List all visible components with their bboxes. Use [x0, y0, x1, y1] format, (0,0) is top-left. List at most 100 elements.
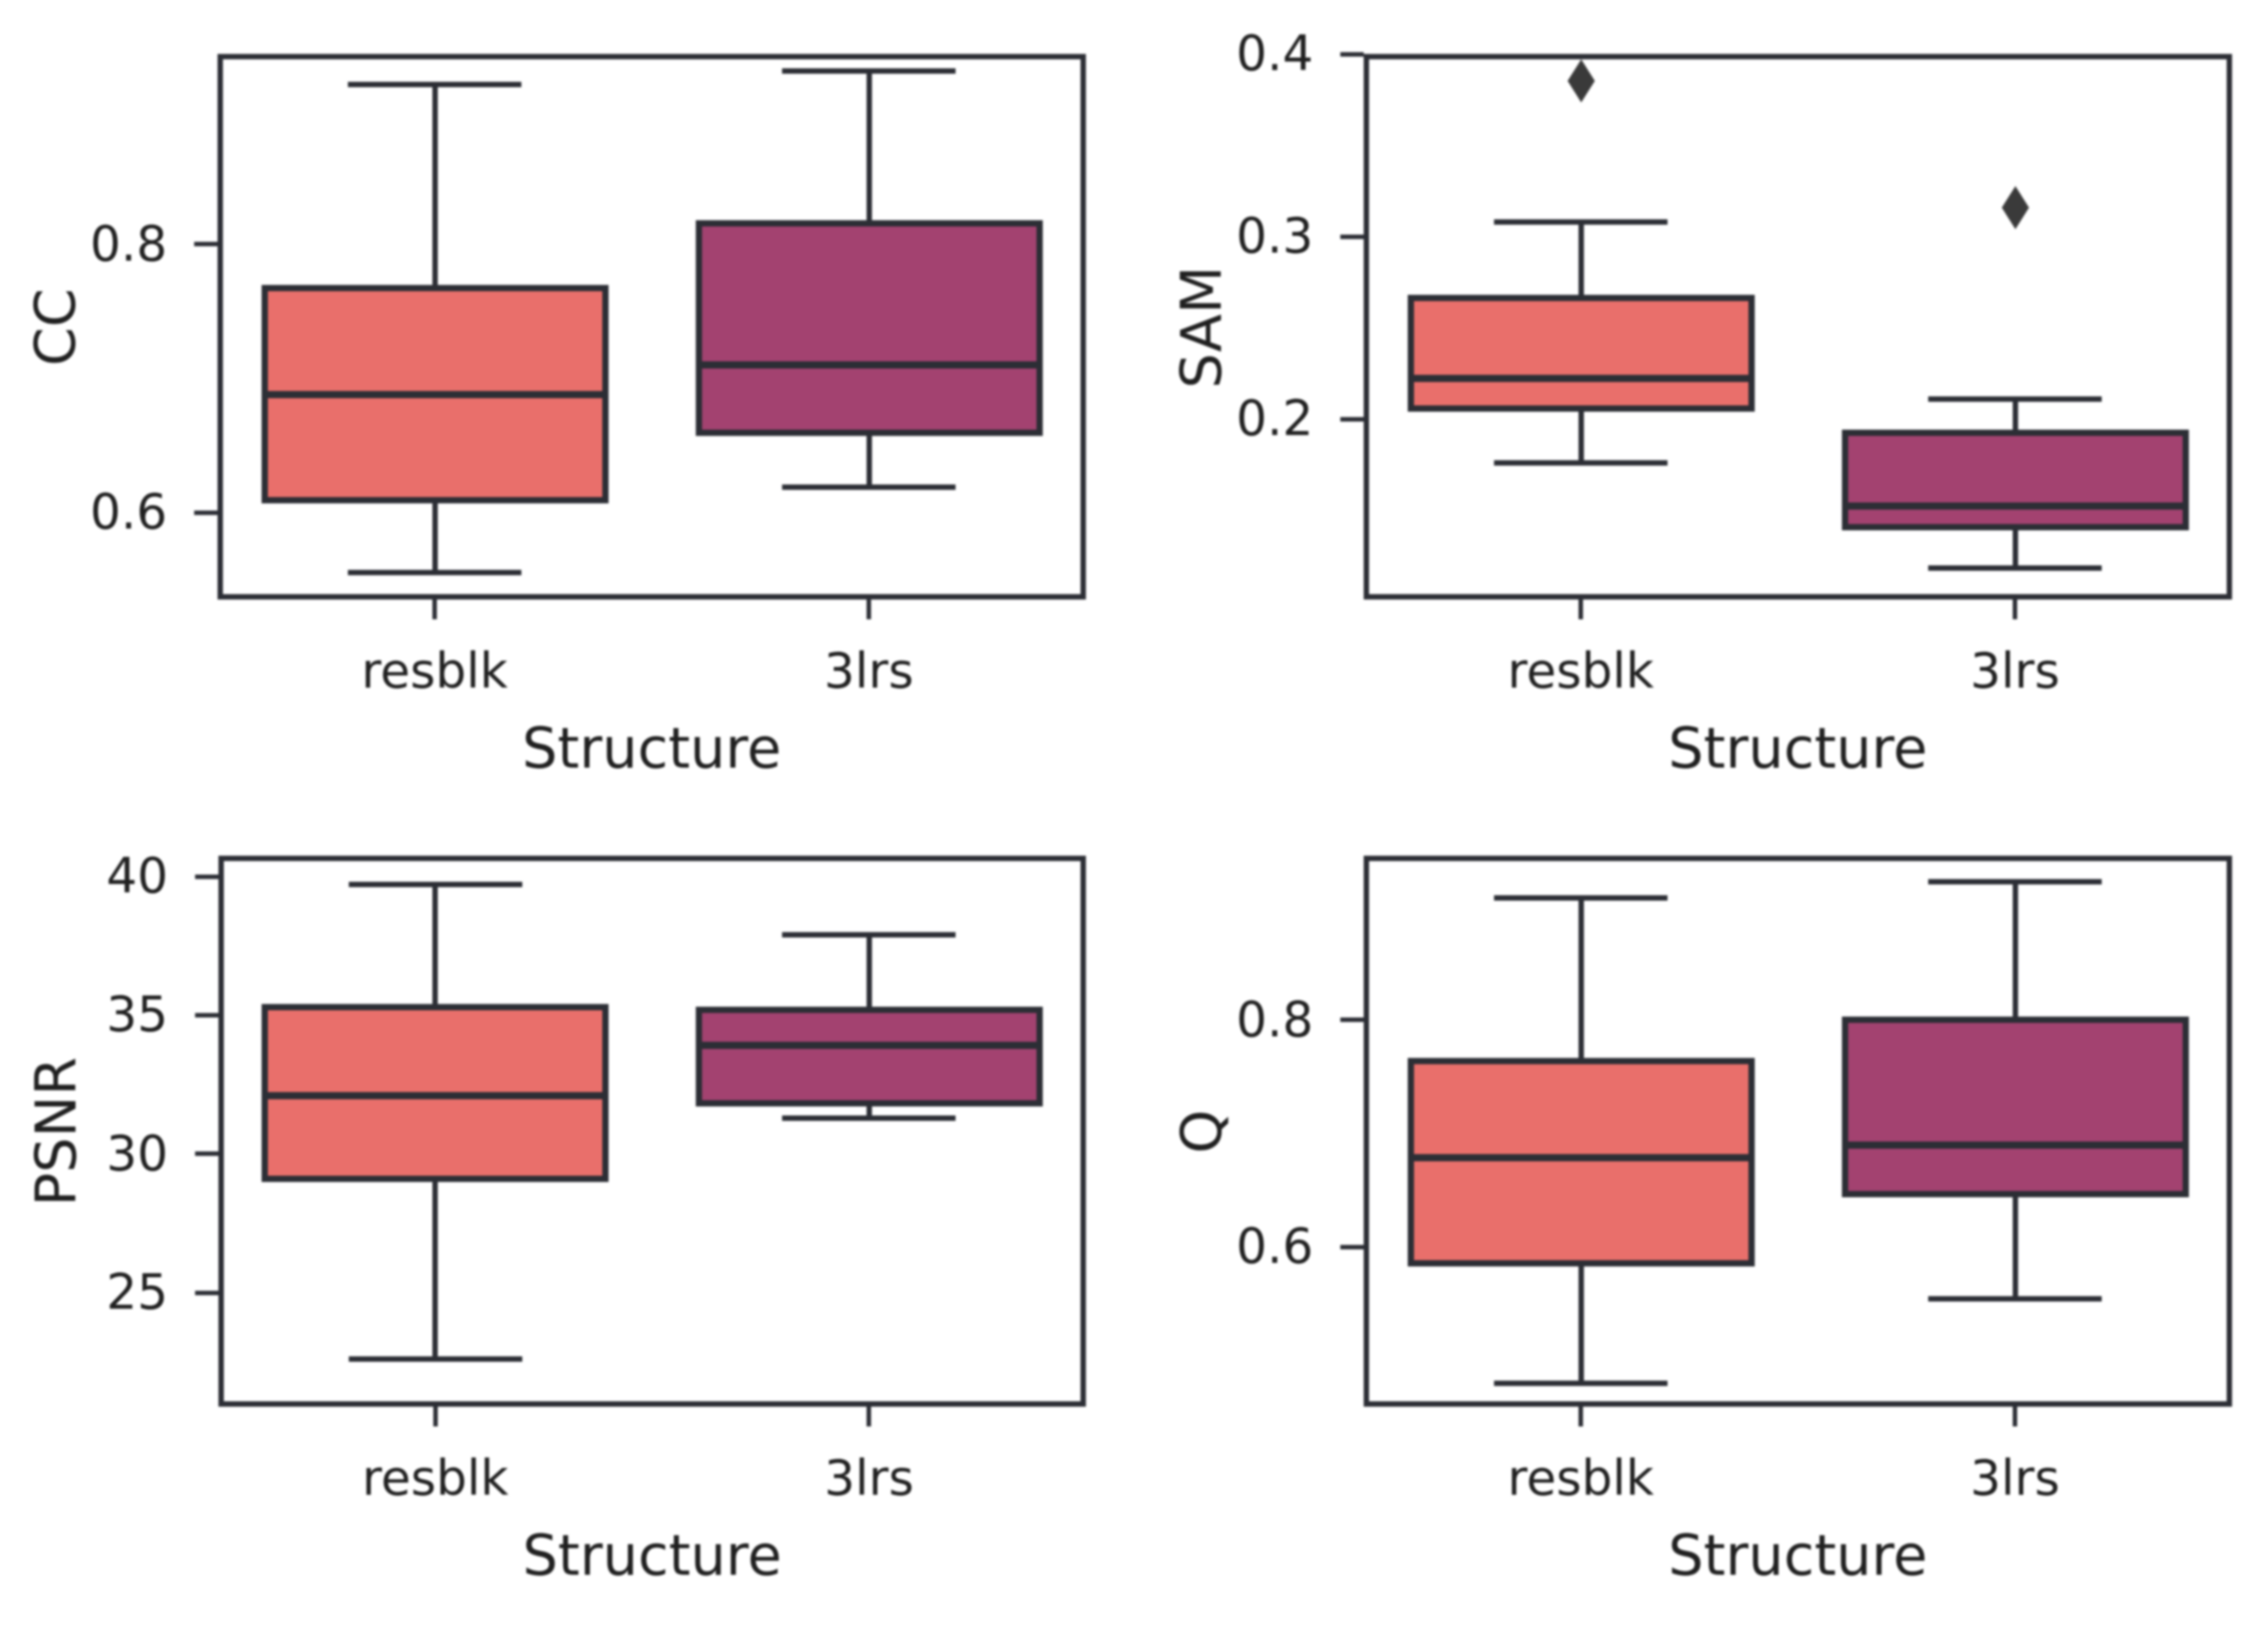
y-tick-mark [195, 1151, 218, 1157]
whisker-cap-upper [348, 82, 521, 88]
whisker-cap-upper [782, 931, 956, 937]
y-tick-label: 0.3 [1236, 208, 1313, 264]
y-axis-label-cc: CC [22, 288, 88, 366]
whisker-cap-lower [1494, 1380, 1668, 1386]
x-tick-label-3lrs: 3lrs [1970, 1450, 2060, 1506]
median-line [261, 390, 609, 398]
whisker-cap-lower [348, 1356, 522, 1363]
plot-frame [218, 54, 1086, 600]
outlier-diamond [2001, 185, 2029, 229]
y-tick-mark [1340, 1244, 1364, 1249]
x-tick-label-resblk: resblk [361, 1450, 509, 1506]
whisker-cap-upper [1494, 894, 1668, 901]
whisker-upper [1578, 221, 1584, 295]
box-3lrs [695, 219, 1043, 437]
x-tick-mark [432, 1407, 438, 1426]
box-resblk [262, 1004, 609, 1182]
whisker-upper [866, 71, 872, 220]
whisker-upper [2012, 398, 2018, 431]
whisker-lower [866, 436, 872, 487]
whisker-upper [431, 84, 438, 285]
x-tick-mark [867, 600, 871, 619]
median-line [262, 1091, 609, 1099]
median-line [1841, 502, 2189, 511]
whisker-cap-upper [1928, 879, 2102, 884]
whisker-lower [431, 502, 438, 573]
whisker-lower [866, 1106, 872, 1118]
x-tick-label-3lrs: 3lrs [823, 643, 914, 699]
y-axis-label-q: Q [1169, 1109, 1234, 1153]
y-tick-label: 0.2 [1236, 390, 1313, 448]
box-resblk [261, 284, 609, 503]
whisker-lower [1578, 1266, 1584, 1383]
box-3lrs [695, 1007, 1043, 1107]
x-tick-mark [1579, 600, 1583, 619]
whisker-cap-lower [1928, 1296, 2102, 1302]
whisker-upper [2012, 882, 2018, 1017]
x-tick-label-resblk: resblk [1508, 1450, 1654, 1506]
y-tick-mark [195, 874, 218, 879]
x-axis-label-structure: Structure [1668, 715, 1928, 781]
y-tick-mark [194, 510, 218, 515]
y-tick-label: 0.8 [1236, 991, 1313, 1048]
x-axis-label-structure: Structure [521, 715, 782, 781]
whisker-upper [1578, 897, 1584, 1058]
x-axis-label-structure: Structure [1668, 1523, 1928, 1588]
whisker-cap-upper [348, 882, 522, 888]
whisker-cap-lower [782, 1115, 956, 1121]
whisker-cap-lower [1928, 565, 2102, 572]
median-line [1407, 375, 1755, 383]
whisker-lower [432, 1181, 439, 1360]
y-axis-label-psnr: PSNR [23, 1056, 89, 1206]
x-axis-label-structure: Structure [522, 1523, 782, 1588]
y-tick-mark [194, 242, 218, 247]
outlier-diamond [1567, 59, 1595, 103]
whisker-cap-upper [1494, 218, 1668, 225]
x-tick-mark [432, 600, 437, 619]
box-resblk [1407, 1057, 1755, 1266]
x-tick-mark [2013, 600, 2017, 619]
y-tick-mark [1340, 234, 1364, 239]
whisker-cap-upper [1928, 395, 2102, 402]
median-line [695, 1042, 1043, 1050]
y-tick-mark [195, 1012, 218, 1017]
box-3lrs [1841, 1017, 2189, 1197]
whisker-cap-upper [782, 68, 956, 75]
y-tick-label: 0.4 [1236, 25, 1313, 82]
whisker-lower [1578, 411, 1584, 463]
whisker-upper [866, 934, 872, 1008]
y-tick-label: 30 [106, 1124, 168, 1182]
whisker-lower [2012, 529, 2018, 569]
box-resblk [1407, 294, 1755, 412]
whisker-cap-lower [348, 570, 521, 576]
y-tick-label: 35 [106, 986, 168, 1044]
median-line [1841, 1141, 2189, 1149]
y-tick-mark [1340, 1017, 1364, 1023]
x-tick-mark [1579, 1407, 1583, 1426]
y-tick-mark [1340, 416, 1364, 422]
y-tick-label: 25 [106, 1264, 168, 1321]
y-tick-mark [1340, 51, 1364, 57]
y-tick-label: 40 [106, 848, 168, 905]
x-tick-mark [867, 1407, 872, 1426]
plot-frame [1364, 856, 2232, 1407]
median-line [1407, 1153, 1755, 1161]
x-tick-mark [2013, 1407, 2017, 1426]
box-3lrs [1841, 430, 2189, 530]
whisker-lower [2012, 1196, 2018, 1300]
y-tick-label: 0.6 [90, 484, 167, 541]
whisker-cap-lower [782, 484, 956, 490]
median-line [695, 361, 1043, 369]
y-axis-label-sam: SAM [1169, 265, 1234, 388]
y-tick-label: 0.8 [90, 215, 167, 272]
x-tick-label-resblk: resblk [1508, 643, 1654, 699]
y-tick-mark [195, 1290, 218, 1295]
y-tick-label: 0.6 [1236, 1218, 1313, 1275]
whisker-cap-lower [1494, 459, 1668, 466]
plot-frame [1364, 54, 2232, 600]
